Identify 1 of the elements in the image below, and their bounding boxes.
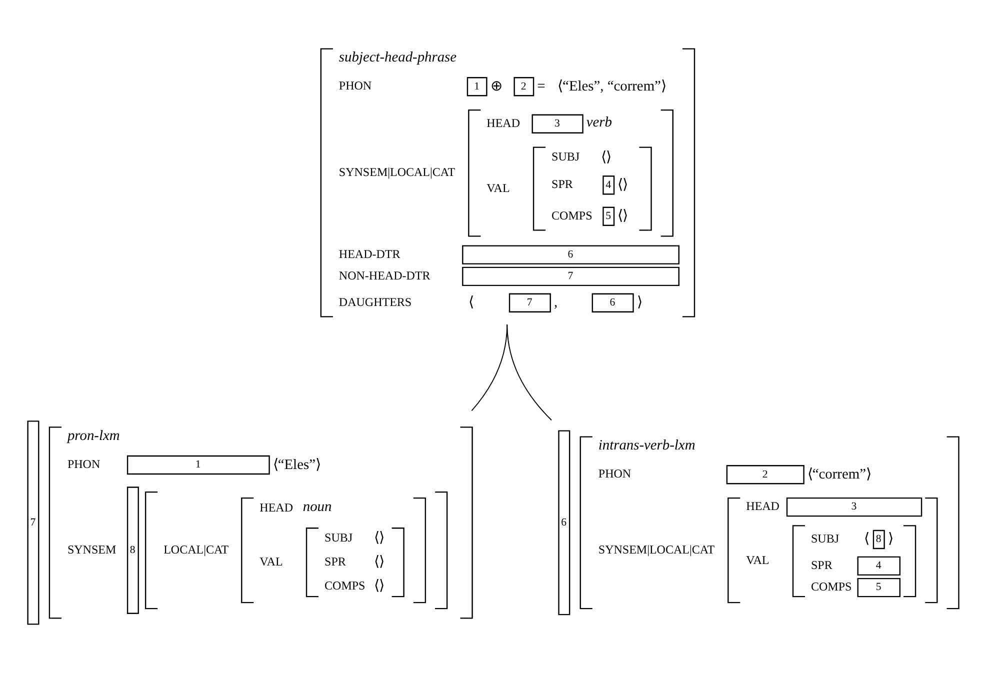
connector bbox=[506, 324, 552, 421]
